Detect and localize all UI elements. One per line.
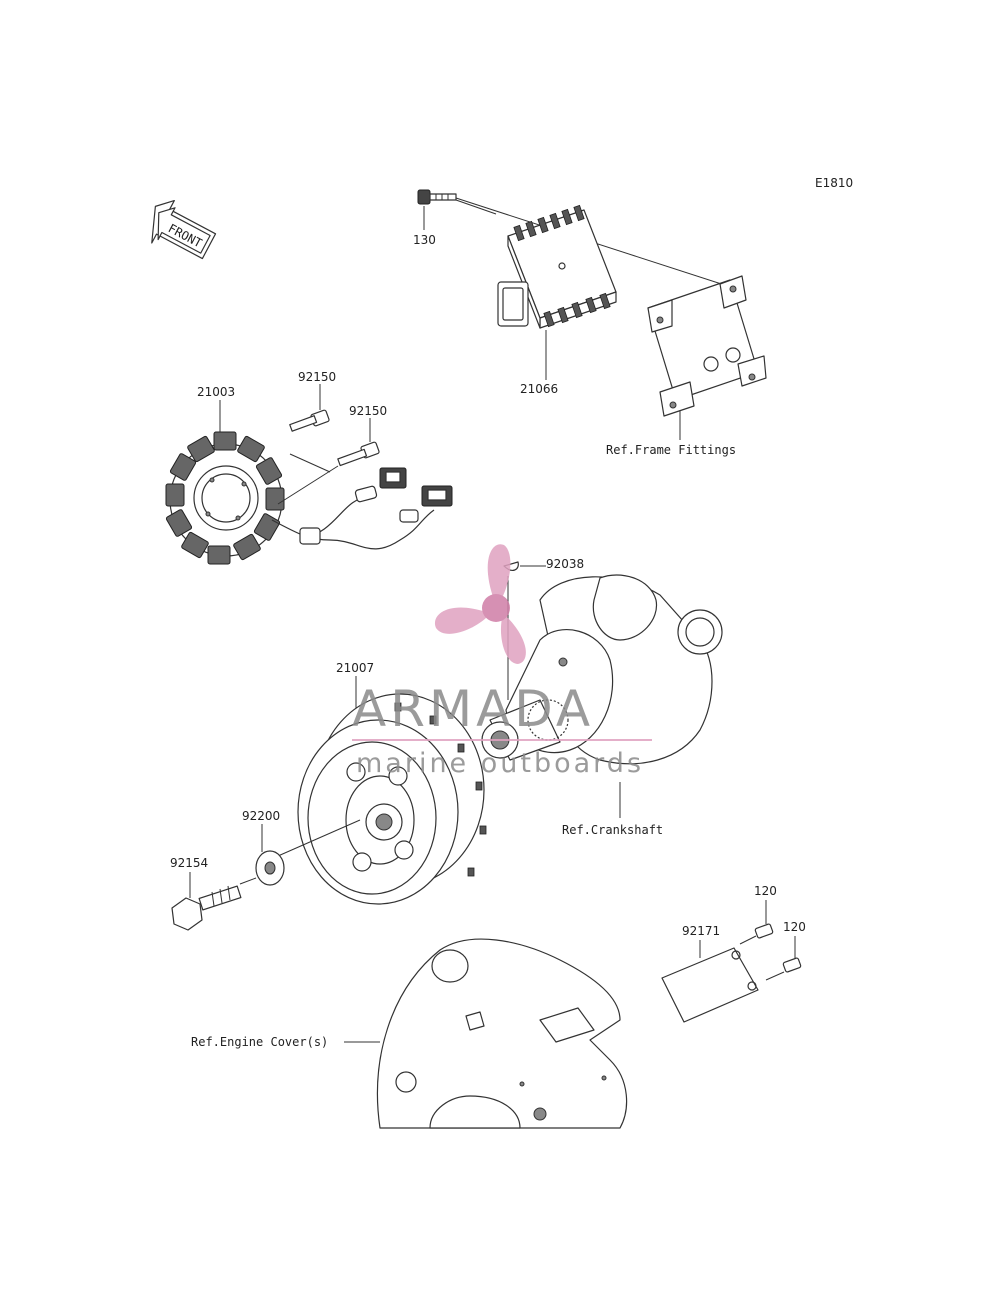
crankshaft: [481, 574, 723, 765]
label-120-b: 120: [783, 920, 806, 934]
label-120-a: 120: [754, 884, 777, 898]
connector: [421, 485, 453, 507]
label-21003: 21003: [197, 385, 235, 399]
stator-wire-harness: [271, 467, 453, 550]
cover-92171[interactable]: [661, 947, 759, 1023]
rotor-flywheel[interactable]: [297, 693, 487, 905]
label-21007: 21007: [336, 661, 374, 675]
armada-logo-watermark: ARMADA marine outboards: [352, 544, 652, 779]
watermark-brand: ARMADA: [352, 680, 594, 738]
ref-engine-cover: Ref.Engine Cover(s): [191, 1035, 328, 1049]
screw-120-a[interactable]: [754, 923, 774, 939]
bolt-92154[interactable]: [171, 885, 242, 931]
diagram-code: E1810: [815, 176, 853, 190]
label-92171: 92171: [682, 924, 720, 938]
label-92150-a: 92150: [298, 370, 336, 384]
crankshaft-gear: [677, 609, 723, 655]
ref-frame-fittings: Ref.Frame Fittings: [606, 443, 736, 457]
screw-120-b[interactable]: [782, 957, 802, 973]
bolt-130[interactable]: [417, 189, 457, 205]
label-92150-b: 92150: [349, 404, 387, 418]
stator-coil[interactable]: [165, 431, 285, 565]
ref-crankshaft: Ref.Crankshaft: [562, 823, 663, 837]
watermark-tagline: marine outboards: [356, 748, 644, 779]
engine-cover: [377, 938, 628, 1129]
bolt-92150-b[interactable]: [337, 441, 380, 467]
label-92200: 92200: [242, 809, 280, 823]
label-92038: 92038: [546, 557, 584, 571]
washer-92200[interactable]: [255, 850, 285, 886]
bolt-92150-a[interactable]: [289, 409, 330, 432]
label-92154: 92154: [170, 856, 208, 870]
frame-bracket: [647, 275, 767, 417]
connector: [379, 467, 407, 489]
label-21066: 21066: [520, 382, 558, 396]
regulator-rectifier[interactable]: [497, 204, 617, 329]
label-130: 130: [413, 233, 436, 247]
front-arrow-icon: FRONT: [151, 199, 217, 260]
leader-130-to-bracket: [455, 197, 741, 291]
propeller-icon: [434, 544, 526, 664]
